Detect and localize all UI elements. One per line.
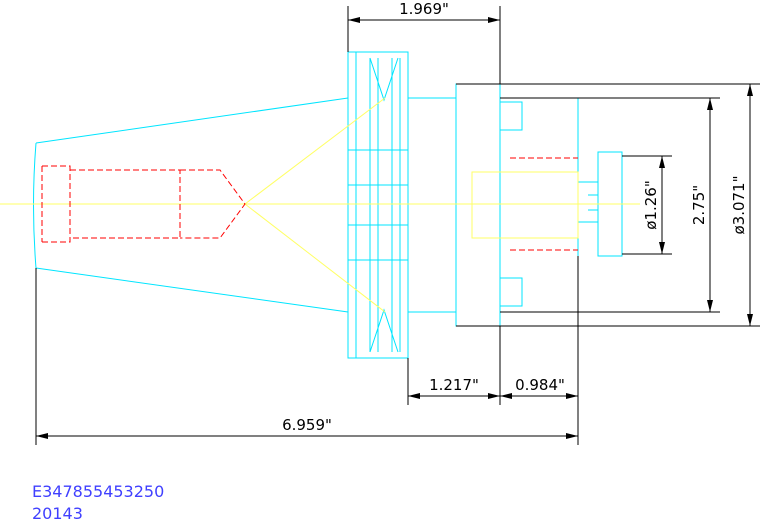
v-groove-bottom bbox=[369, 308, 399, 353]
dim-bore-diameter: ø1.26" bbox=[642, 180, 660, 229]
hidden-lines bbox=[41, 157, 578, 251]
part-number: E347855453250 bbox=[32, 482, 164, 501]
part-code: 20143 bbox=[32, 504, 83, 523]
drive-key-bottom bbox=[499, 277, 523, 307]
arrow-heads bbox=[36, 17, 753, 439]
dim-face-to-end: 0.984" bbox=[515, 376, 565, 394]
dim-flange-diameter: ø3.071" bbox=[730, 175, 748, 234]
dim-overall-length: 6.959" bbox=[282, 416, 332, 434]
taper-cone bbox=[33, 97, 349, 313]
dim-pilot-diameter: 2.75" bbox=[690, 185, 708, 225]
dim-flange-width: 1.969" bbox=[399, 0, 449, 18]
main-body bbox=[455, 83, 501, 327]
pilot-outline bbox=[471, 171, 579, 239]
v-groove-top bbox=[369, 57, 399, 102]
drawbar-thread bbox=[42, 165, 246, 243]
retention-screw bbox=[577, 181, 599, 223]
drive-key-top bbox=[499, 101, 523, 131]
center-lines bbox=[0, 97, 640, 313]
dim-shank-to-face: 1.217" bbox=[429, 376, 479, 394]
neck bbox=[407, 97, 457, 313]
